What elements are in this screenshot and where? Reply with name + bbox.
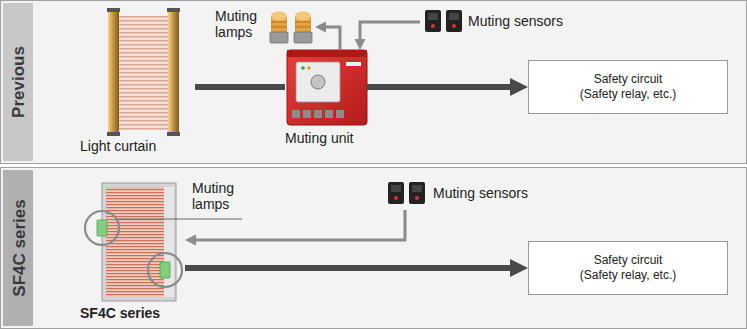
comparison-panel: PreviousLight curtainMuting lampsMuting … [0,0,747,164]
panel-ground [1,1,747,164]
unit-led [307,66,311,70]
signal-arrow [185,210,405,246]
sensor-body [409,182,425,204]
panel-ground [1,168,747,329]
unit-knob [311,75,325,89]
unit-terminal [336,110,344,118]
part-name: SF4C series [80,305,160,321]
arrowhead [510,259,528,277]
unit-terminal [292,110,300,118]
muting-unit: Muting unit [285,50,367,150]
part-name: Muting unit [285,130,353,146]
sensor-led [415,196,419,200]
muting-sensor-figure [388,182,425,204]
sensor-led [431,24,435,28]
part-name: Muting sensors [433,185,528,201]
unit-terminal [303,110,311,118]
connector-line [367,84,515,90]
bar-cap [167,132,180,136]
muting-lamp [97,220,107,236]
signal-arrow [315,22,340,51]
connector-line [195,84,285,90]
highlight-circle [85,211,119,245]
unit-label [346,62,361,66]
arrowhead [510,78,528,96]
panel-tab-title: Previous [9,46,29,118]
unit-terminal [325,110,333,118]
muting-lamps: Muting lamps [215,6,315,48]
lamp-top [271,12,287,21]
sensor-body [388,182,404,204]
curtain-side [164,187,174,297]
muting-lamp-figure [270,12,312,44]
sensor-lens [391,185,401,192]
unit-faceplate [296,62,340,102]
light-beams [106,187,164,297]
signal-arrow [195,87,285,88]
connector-line [360,22,420,42]
panel-tab [3,170,33,326]
light-curtain-figure [107,8,180,136]
muting-sensor-figure [425,10,462,32]
bar-cap [107,8,120,12]
unit-housing [287,50,367,125]
callout-label: Muting lamps [192,180,247,212]
connector-line [185,265,515,271]
lamp-rib [295,22,311,23]
bar-cap [167,8,180,12]
panel-tab-title: SF4C series [9,199,29,296]
muting-unit-figure [287,50,367,125]
panel-tab [3,3,33,161]
muting-sensors: Muting sensors [385,180,585,210]
lamp-top [295,12,311,21]
part-name: Muting sensors [468,13,563,29]
bar-cap [107,132,120,136]
lamp-rib [271,27,287,28]
sensor-lens [449,13,459,20]
unit-terminal [314,110,322,118]
signal-arrow [355,22,421,50]
curtain-bar [168,10,179,134]
arrowhead [355,39,366,50]
lamp-rib [271,22,287,23]
box-text: Safety circuit (Safety relay, etc.) [576,72,680,102]
signal-arrow [185,259,528,277]
part-name: Muting lamps [215,8,267,40]
sensor-led [394,196,398,200]
arrowhead [185,235,196,246]
lamp-base [270,32,288,43]
sensor-body [446,10,462,32]
unit-led [301,66,305,70]
sf4c-light-curtain: SF4C series [80,180,185,325]
sensor-lens [428,13,438,20]
lamp-rib [295,27,311,28]
connector-line [193,210,405,240]
sensor-body [425,10,441,32]
unit-top [287,50,367,57]
comparison-panel: SF4C seriesSF4C seriesMuting sensorsSafe… [0,167,747,329]
light-curtain: Light curtain [80,8,195,160]
leader-line [117,218,242,219]
lamp-base [294,32,312,43]
sensor-led [452,24,456,28]
safety-circuit-box: Safety circuit (Safety relay, etc.) [528,60,728,114]
sensor-lens [412,185,422,192]
highlight-circle [148,253,182,287]
box-text: Safety circuit (Safety relay, etc.) [576,253,680,283]
safety-circuit-box: Safety circuit (Safety relay, etc.) [528,241,728,295]
curtain-bar [108,10,119,134]
light-beams [118,16,168,130]
muting-sensors: Muting sensors [420,8,590,38]
part-name: Light curtain [80,138,156,154]
signal-arrow [367,78,528,96]
arrowhead [315,22,326,33]
muting-lamp [160,262,170,278]
